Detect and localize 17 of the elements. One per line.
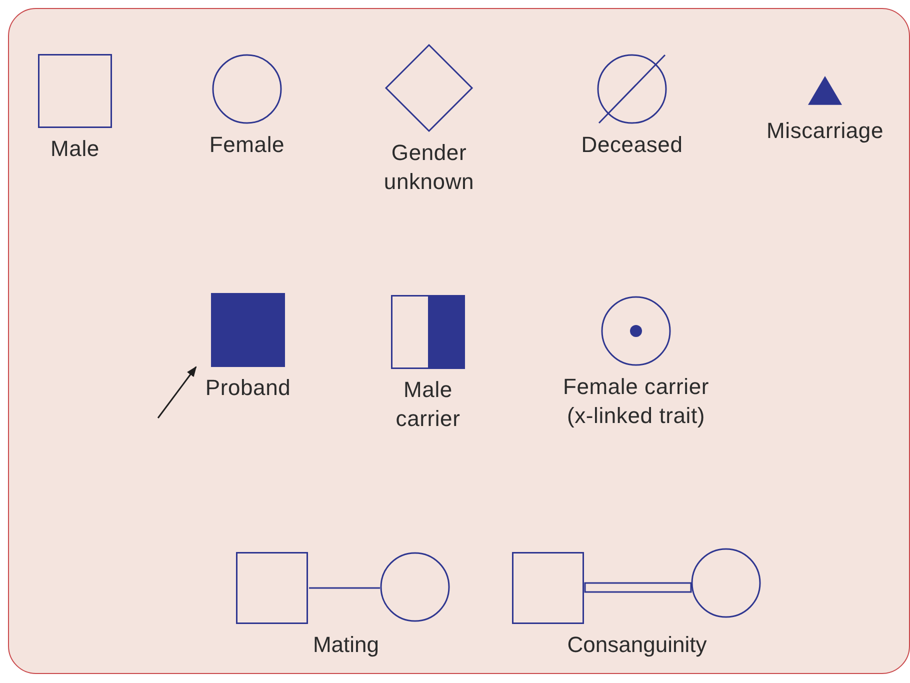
square-symbol <box>235 552 309 624</box>
symbol-caption: Female <box>209 131 285 159</box>
symbol-caption: Miscarriage <box>766 117 884 145</box>
symbol-caption: Mating <box>312 632 380 658</box>
double-line <box>584 582 692 593</box>
symbol-caption: Male carrier <box>394 376 462 433</box>
symbol-caption: Deceased <box>581 131 683 159</box>
arrow <box>157 366 197 418</box>
circle-symbol <box>380 552 450 622</box>
connector-line <box>309 587 380 589</box>
symbol-caption: Gender unknown <box>382 139 476 196</box>
symbol-caption: Consanguinity <box>567 632 707 658</box>
circle-symbol <box>691 548 761 618</box>
square-symbol <box>511 552 585 624</box>
symbol-caption: Male <box>50 135 100 163</box>
symbol-caption: Female carrier (x-linked trait) <box>562 373 710 430</box>
symbol-caption: Proband <box>205 374 291 402</box>
